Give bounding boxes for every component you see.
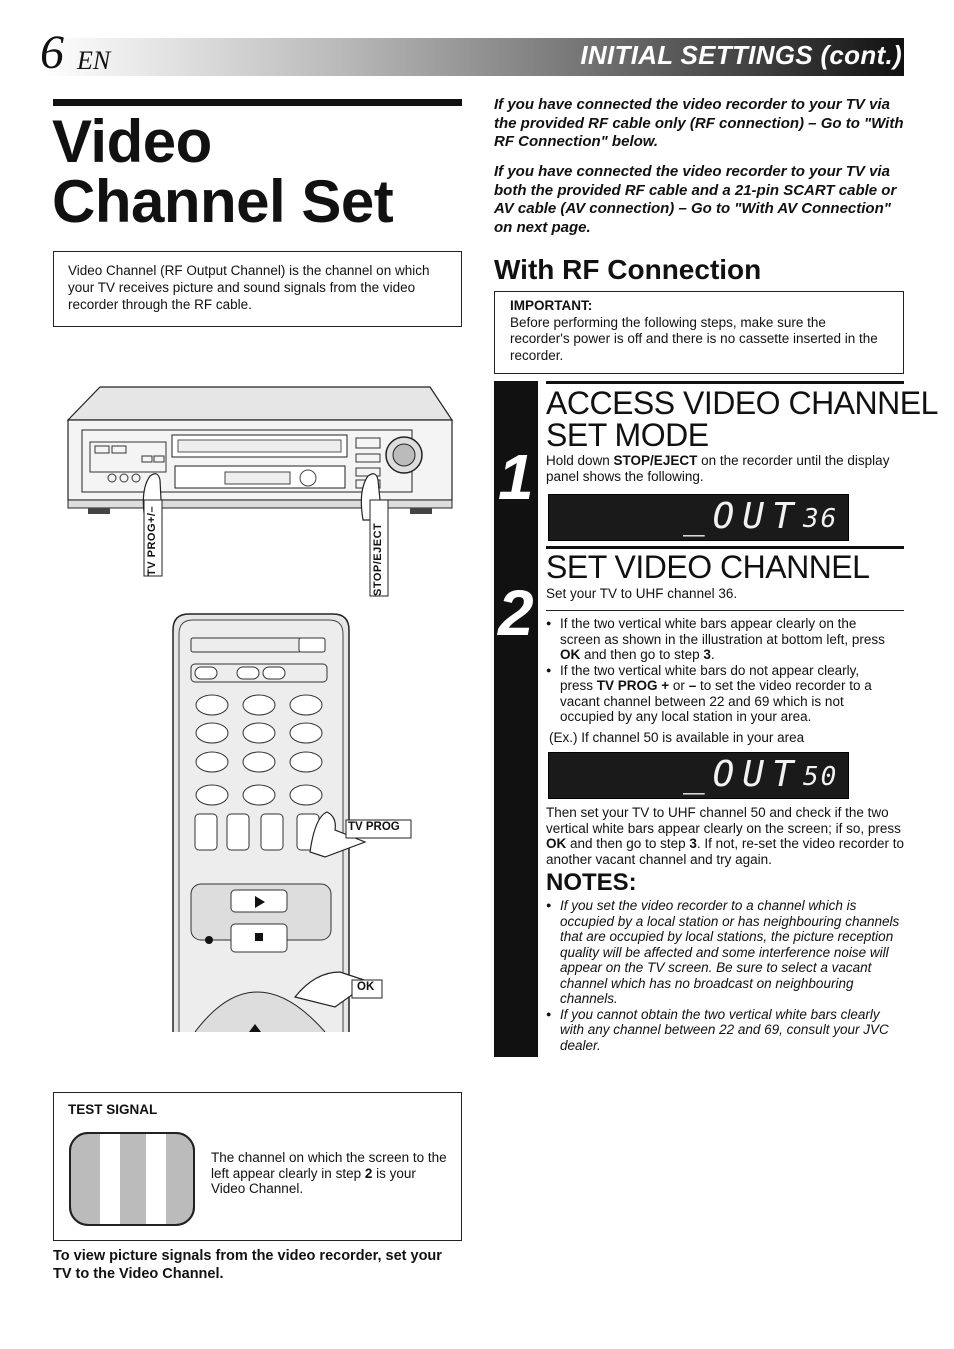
page-title-line1: Video (52, 108, 212, 175)
note-item: If you cannot obtain the two vertical wh… (546, 1007, 904, 1054)
label-tv-prog-pm: TV PROG+/– (146, 505, 158, 576)
final-note: To view picture signals from the video r… (53, 1248, 442, 1282)
rf-connection-heading: With RF Connection (494, 254, 762, 285)
step2-example: (Ex.) If channel 50 is available in your… (549, 730, 805, 745)
step1-heading: ACCESS VIDEO CHANNEL SET MODE (546, 385, 938, 453)
vcr-illustration (66, 386, 454, 597)
step-bar (494, 381, 538, 1057)
intro-text: Video Channel (RF Output Channel) is the… (68, 263, 430, 312)
page-title-line2: Channel Set (52, 168, 394, 235)
display-main-text: _OUT (683, 754, 802, 795)
header-bar (40, 38, 904, 76)
title-rule (53, 99, 462, 106)
test-signal-label: TEST SIGNAL (68, 1102, 158, 1117)
display-channel-36: 36 (803, 504, 839, 534)
notes-list: If you set the video recorder to a chann… (546, 898, 904, 1053)
step2-then-text: Then set your TV to UHF channel 50 and c… (546, 805, 904, 867)
page-language: EN (77, 46, 111, 75)
step2-heading: SET VIDEO CHANNEL (546, 549, 870, 585)
section-title: INITIAL SETTINGS (cont.) (580, 40, 902, 70)
test-signal-screen (69, 1132, 195, 1226)
display-panel-36: _OUT 36 (548, 494, 849, 541)
note-item: If you set the video recorder to a chann… (546, 898, 904, 1007)
av-connection-intro: If you have connected the video recorder… (494, 163, 897, 236)
rf-connection-intro: If you have connected the video recorder… (494, 96, 904, 150)
step1-rule (546, 381, 904, 384)
important-label: IMPORTANT: (510, 298, 593, 313)
display-panel-50: _OUT 50 (548, 752, 849, 799)
label-ok: OK (357, 981, 375, 993)
test-signal-box: TEST SIGNAL The channel on which the scr… (53, 1092, 462, 1241)
step2-bullet: If the two vertical white bars appear cl… (546, 616, 891, 663)
remote-illustration (172, 613, 412, 1032)
step1-text: Hold down STOP/EJECT on the recorder unt… (546, 453, 890, 484)
page-title: Video Channel Set (52, 108, 394, 235)
notes-heading: NOTES: (546, 869, 637, 896)
label-tv-prog: TV PROG (348, 821, 400, 833)
step2-divider (546, 610, 904, 611)
test-signal-text: The channel on which the screen to the l… (211, 1150, 447, 1196)
step2-text: Set your TV to UHF channel 36. (546, 586, 738, 601)
page-number: 6 (40, 26, 64, 79)
step2-number: 2 (498, 577, 534, 649)
intro-box: Video Channel (RF Output Channel) is the… (53, 251, 462, 327)
label-stop-eject: STOP/EJECT (372, 522, 384, 596)
important-box: IMPORTANT: Before performing the followi… (494, 291, 904, 374)
important-text: Before performing the following steps, m… (510, 314, 878, 363)
step2-bullet: If the two vertical white bars do not ap… (546, 663, 891, 725)
step1-number: 1 (498, 441, 534, 513)
display-channel-50: 50 (803, 762, 839, 792)
step2-rule (546, 546, 904, 549)
step2-bullets: If the two vertical white bars appear cl… (546, 616, 891, 725)
display-main-text: _OUT (683, 496, 802, 537)
